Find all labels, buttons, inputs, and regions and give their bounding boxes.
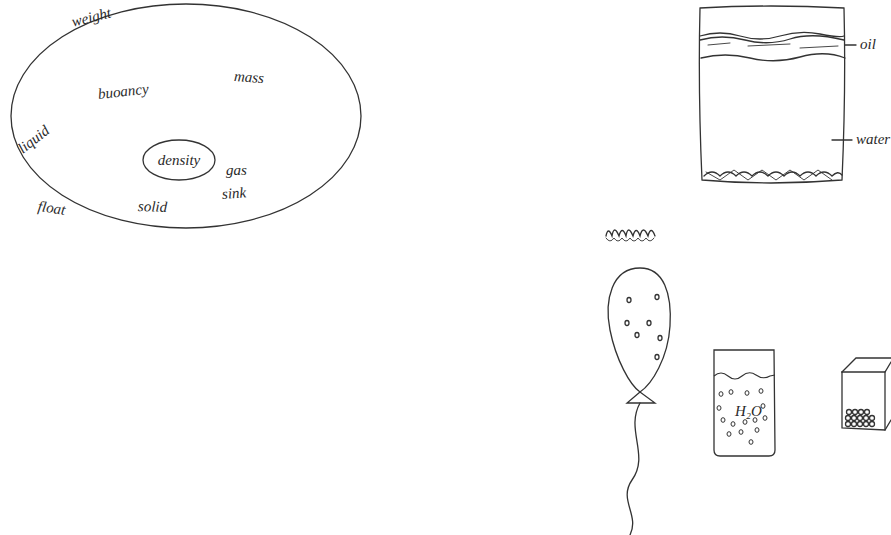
concept-word: gas	[226, 163, 247, 178]
node-outline	[10, 3, 362, 229]
concept-word: liquid	[15, 123, 52, 156]
balloon	[608, 268, 670, 535]
concept-word: sink	[221, 185, 246, 202]
oil-water-jar	[699, 6, 856, 183]
water-beaker: H₂O	[711, 346, 777, 458]
layer-label: oil	[860, 37, 876, 52]
concept-word: solid	[138, 199, 168, 215]
particle-box	[842, 358, 891, 430]
concept-word: mass	[233, 69, 264, 86]
concept-word: weight	[70, 6, 112, 30]
concept-word: density	[158, 153, 201, 168]
node-outline	[711, 346, 777, 458]
central-concept-oval: density	[142, 139, 216, 181]
layer-label: water	[856, 132, 890, 147]
concept-word: float	[37, 199, 66, 218]
concept-word: H₂O	[735, 404, 762, 419]
concept-circle: weight buoancy mass liquid gas sink float solid…	[10, 3, 362, 229]
concept-word: buoancy	[97, 82, 149, 102]
bubble-chain	[606, 230, 655, 241]
